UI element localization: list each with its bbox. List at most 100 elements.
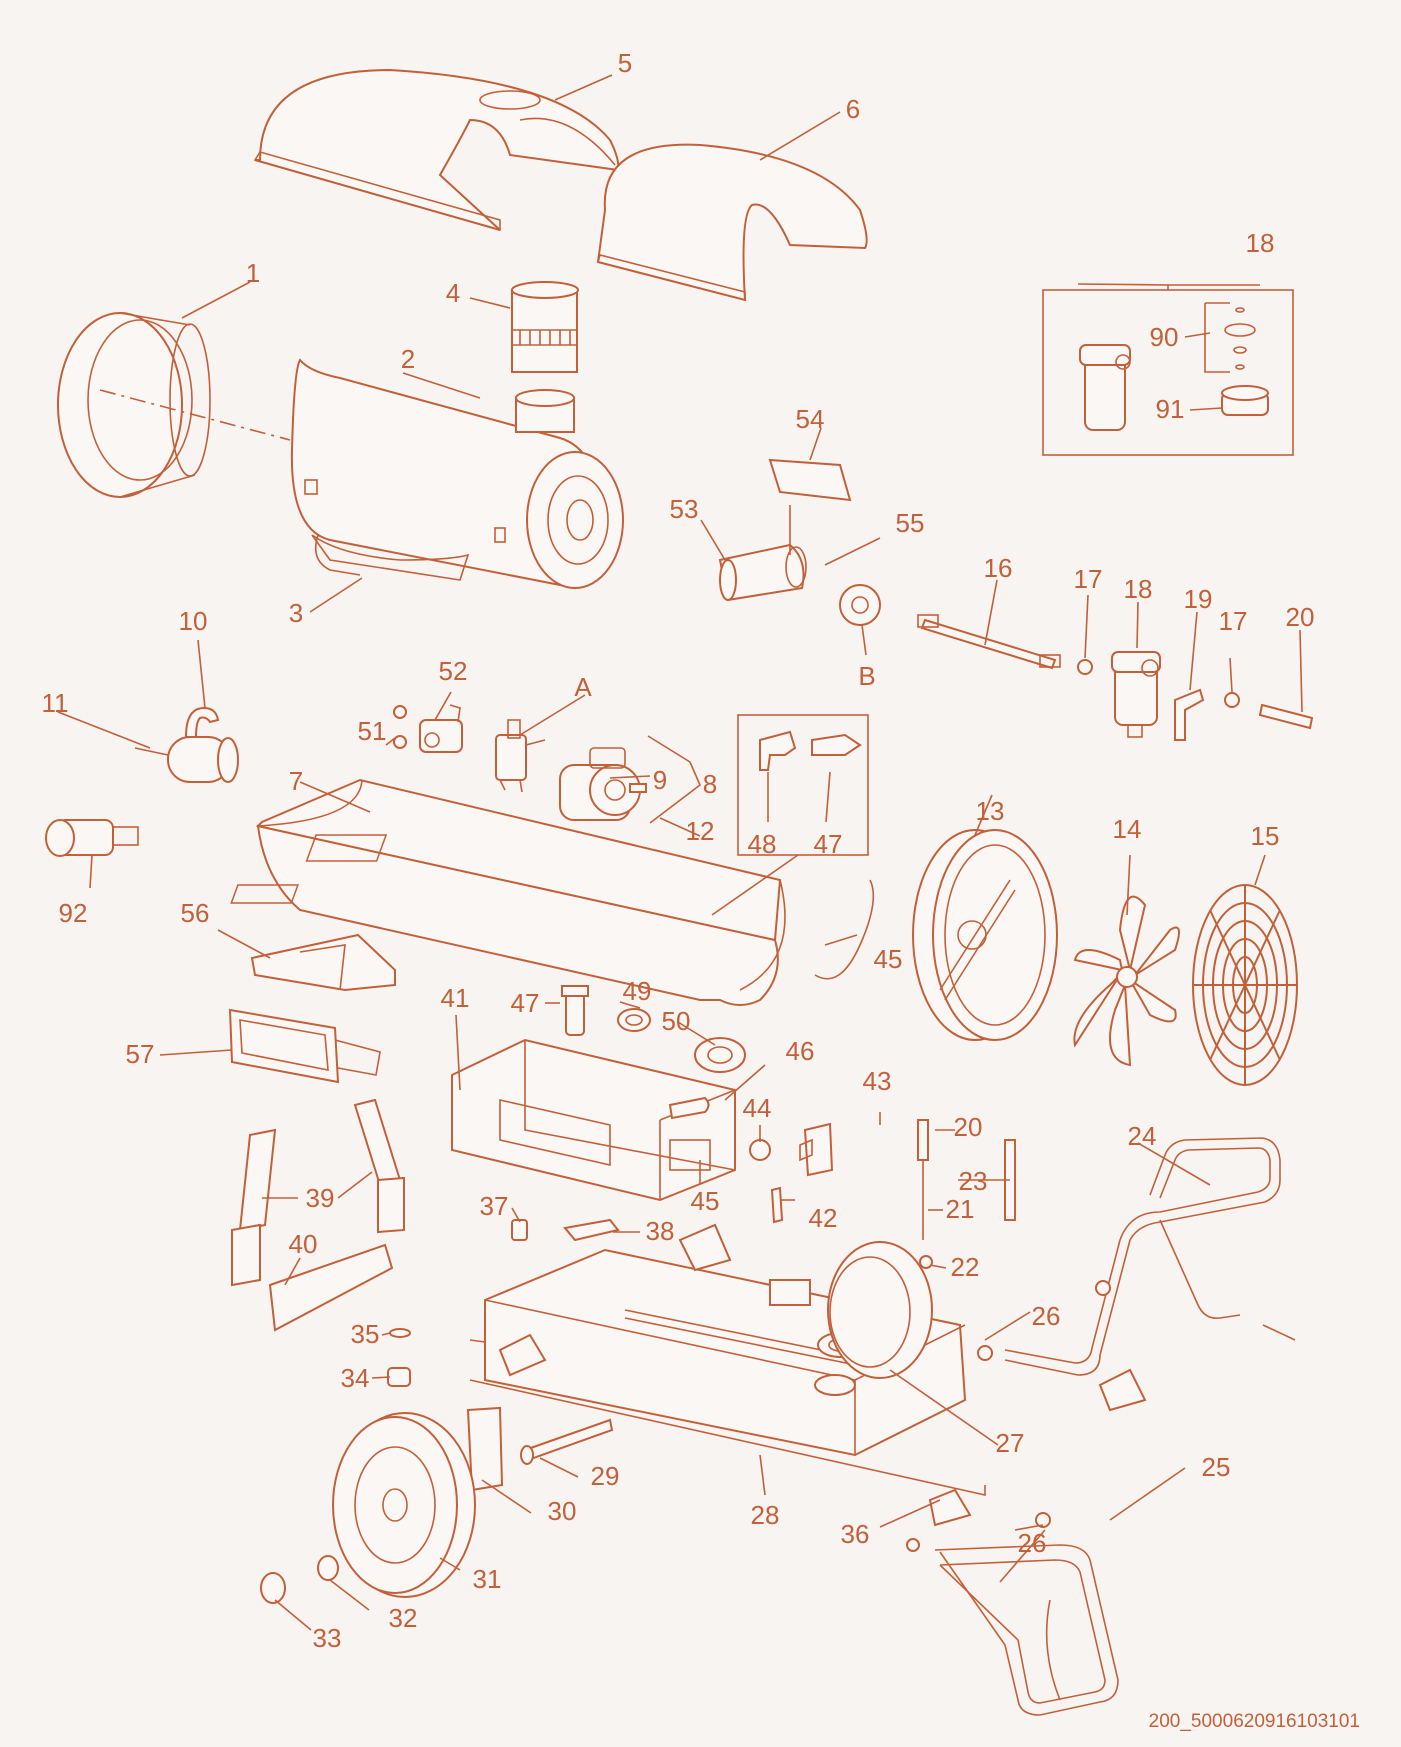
callout-label: 31	[473, 1564, 502, 1594]
callout-label: 1	[246, 258, 260, 288]
callout-label: B	[858, 661, 875, 691]
callout-label: 46	[786, 1036, 815, 1066]
callout-label: 51	[358, 716, 387, 746]
part-chimney	[511, 281, 579, 373]
callout-label: 21	[946, 1194, 975, 1224]
callout-label: 23	[959, 1166, 988, 1196]
part-solenoid-valve	[495, 719, 546, 793]
leader-lines	[57, 74, 1303, 1631]
callout-label: 18	[1246, 228, 1275, 258]
part-upper-cover-front	[596, 143, 868, 302]
part-front-wheel	[332, 1412, 476, 1598]
callout-label: 56	[181, 898, 210, 928]
callout-label: 27	[996, 1428, 1025, 1458]
callout-label: 38	[646, 1216, 675, 1246]
part-front-ring	[57, 312, 291, 498]
callout-label: 91	[1156, 394, 1185, 424]
callout-label: 43	[863, 1066, 892, 1096]
part-motor-pump	[559, 747, 647, 821]
callout-label: 16	[984, 553, 1013, 583]
callout-label: 53	[670, 494, 699, 524]
part-fuel-filter	[1111, 651, 1161, 738]
callout-label: 42	[809, 1203, 838, 1233]
callout-label: 92	[59, 898, 88, 928]
callout-label: 90	[1150, 322, 1179, 352]
part-bracket	[563, 1218, 620, 1242]
part-control-housing	[250, 933, 396, 992]
part-upper-cover-rear	[253, 68, 620, 232]
callout-label: 13	[976, 796, 1005, 826]
part-filter-kit-inset	[1042, 289, 1294, 456]
callout-label: 20	[954, 1112, 983, 1142]
callout-label: 47	[814, 829, 843, 859]
callout-label: 50	[662, 1006, 691, 1036]
callout-label: 47	[511, 988, 540, 1018]
part-plug	[511, 1219, 528, 1241]
part-fan-shroud	[912, 829, 1058, 1041]
part-nozzle-holder	[718, 458, 881, 626]
callout-label: 44	[743, 1093, 772, 1123]
callout-label: 32	[389, 1603, 418, 1633]
callout-label: 36	[841, 1519, 870, 1549]
part-hubcap	[260, 1572, 286, 1604]
part-fuel-tube	[917, 614, 1061, 670]
callout-label: 10	[179, 606, 208, 636]
callout-labels: 1 2 3 4 5 6 7 8 9 10 11 12 13 14 15 16 1…	[42, 48, 1315, 1653]
part-nut	[1077, 659, 1093, 675]
part-drawings	[45, 68, 1314, 1716]
part-legs	[231, 1098, 405, 1332]
callout-label: 35	[351, 1319, 380, 1349]
part-fittings-inset	[737, 714, 869, 856]
callout-label: 45	[691, 1186, 720, 1216]
part-fan-blade	[1073, 895, 1180, 1067]
callout-label: 41	[441, 983, 470, 1013]
callout-label: 17	[1074, 564, 1103, 594]
part-rear-wheel	[827, 1241, 933, 1379]
callout-label: 8	[703, 769, 717, 799]
part-washer	[393, 735, 407, 749]
part-washer	[393, 705, 407, 719]
part-thermostat	[134, 706, 239, 783]
callout-label: 40	[289, 1229, 318, 1259]
callout-label: 34	[341, 1363, 370, 1393]
callout-label: 7	[289, 766, 303, 796]
callout-label: 20	[1286, 602, 1315, 632]
callout-label: 25	[1202, 1452, 1231, 1482]
callout-label: 30	[548, 1496, 577, 1526]
callout-label: 6	[846, 94, 860, 124]
part-hose	[814, 879, 875, 980]
callout-label: 55	[896, 508, 925, 538]
callout-label: 45	[874, 944, 903, 974]
callout-label: 29	[591, 1461, 620, 1491]
callout-label: 28	[751, 1500, 780, 1530]
callout-label: 15	[1251, 821, 1280, 851]
part-washer	[317, 1555, 339, 1581]
callout-label: 19	[1184, 584, 1213, 614]
callout-label: 17	[1219, 606, 1248, 636]
drawing-reference-code: 200_5000620916103101	[1149, 1711, 1360, 1732]
callout-label: 4	[446, 278, 460, 308]
callout-label: 48	[748, 829, 777, 859]
part-fan-guard	[1192, 884, 1298, 1086]
callout-label: 39	[306, 1183, 335, 1213]
part-fittings	[561, 985, 746, 1120]
callout-label: A	[574, 672, 592, 702]
callout-label: 5	[618, 48, 632, 78]
callout-label: 24	[1128, 1121, 1157, 1151]
part-filter-bracket	[1174, 688, 1205, 741]
callout-label: 57	[126, 1039, 155, 1069]
part-o-ring	[389, 1328, 411, 1338]
callout-label: 14	[1113, 814, 1142, 844]
part-lower-shield	[314, 534, 361, 576]
part-nut	[1224, 692, 1240, 708]
part-rear-handle	[977, 1137, 1281, 1412]
callout-label: 9	[653, 765, 667, 795]
callout-label: 3	[289, 598, 303, 628]
callout-label: 33	[313, 1623, 342, 1653]
part-combustion-body	[290, 358, 624, 589]
part-pressure-switch	[419, 704, 463, 753]
callout-label: 2	[401, 344, 415, 374]
part-front-handle	[906, 1488, 1119, 1716]
part-fuel-line	[1258, 703, 1314, 730]
part-cap	[387, 1367, 411, 1387]
